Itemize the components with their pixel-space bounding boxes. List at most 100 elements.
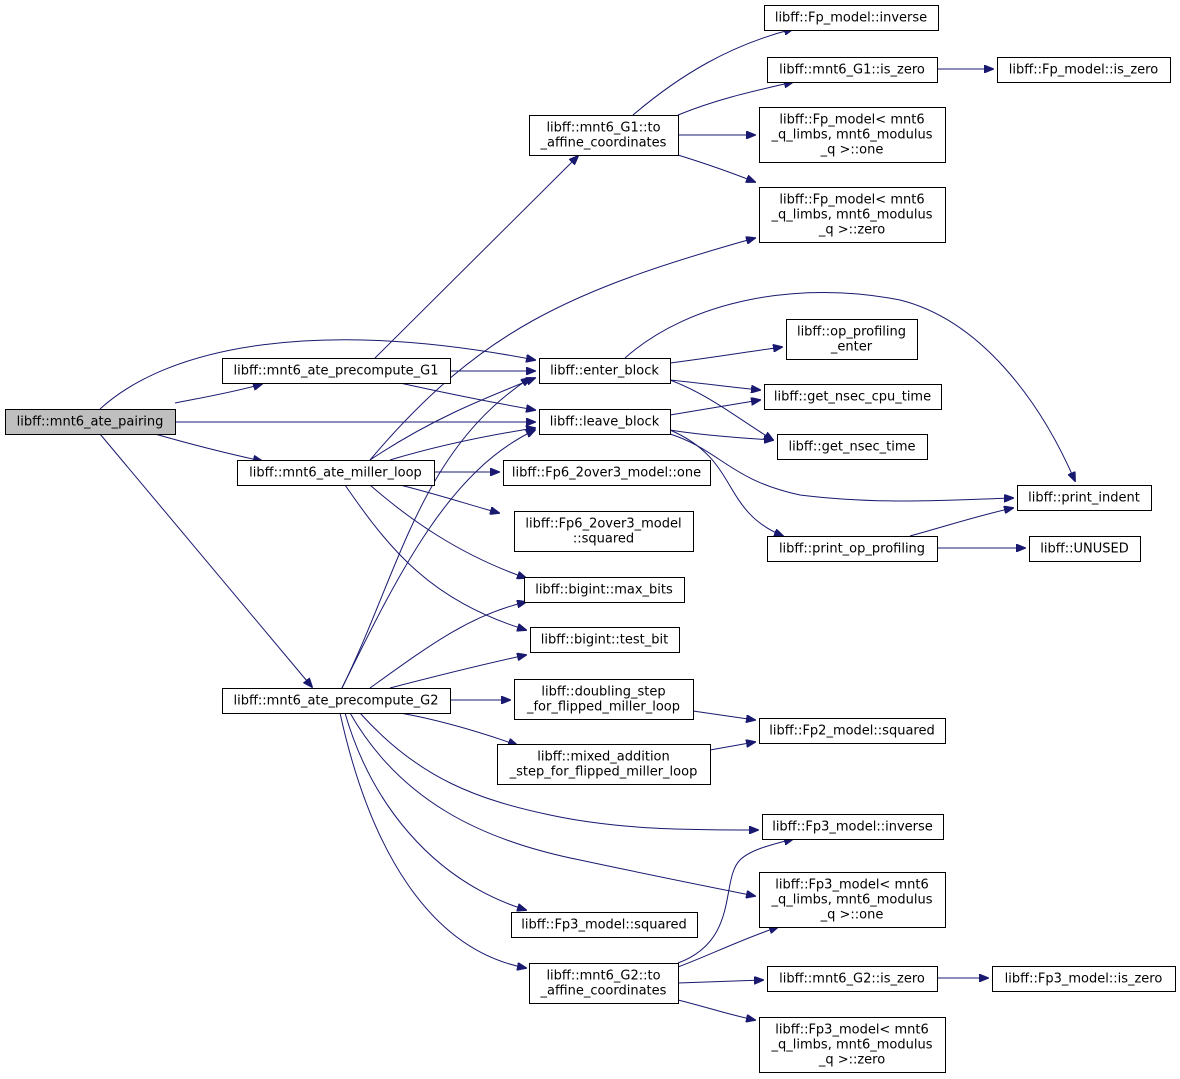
node-g2_affine[interactable]: libff::mnt6_G2::to_affine_coordinates [529, 963, 679, 1004]
node-dbl[interactable]: libff::doubling_step_for_flipped_miller_… [514, 679, 694, 720]
edge-leave-to-print_op [669, 429, 783, 536]
node-box [759, 718, 946, 744]
edge-g2_affine-to-fp3_one [677, 927, 778, 968]
node-op_enter[interactable]: libff::op_profiling_enter [786, 319, 918, 360]
edge-pairing-to-enter [99, 339, 535, 410]
node-g2_iszero[interactable]: libff::mnt6_G2::is_zero [767, 966, 938, 992]
node-fp_zero[interactable]: libff::Fp_model< mnt6_q_limbs, mnt6_modu… [759, 187, 946, 243]
node-box [514, 511, 694, 552]
edge-leave-to-print_indent [669, 433, 1013, 501]
edge-g2_affine-to-fp3_inv [677, 839, 793, 964]
node-print_indent[interactable]: libff::print_indent [1017, 485, 1152, 511]
edge-miller-to-fp_zero [369, 238, 755, 461]
node-label: libff::get_nsec_cpu_time [774, 390, 931, 405]
node-label: libff::Fp2_model::squared [769, 724, 934, 739]
node-fp3_zero[interactable]: libff::Fp3_model< mnt6_q_limbs, mnt6_mod… [759, 1017, 946, 1073]
node-box [530, 627, 680, 653]
node-label: libff::Fp6_2over3_model [525, 517, 681, 532]
node-miller[interactable]: libff::mnt6_ate_miller_loop [237, 460, 435, 486]
node-label: libff::bigint::test_bit [541, 633, 668, 648]
node-label: libff::Fp3_model::squared [521, 918, 686, 933]
node-label: libff::mixed_addition [537, 750, 670, 765]
node-label: libff::doubling_step [541, 685, 665, 700]
node-pairing[interactable]: libff::mnt6_ate_pairing [5, 409, 176, 435]
nodes-layer: libff::mnt6_ate_pairinglibff::mnt6_ate_p… [5, 5, 1176, 1073]
node-max_bits[interactable]: libff::bigint::max_bits [524, 577, 685, 603]
node-pre_g1[interactable]: libff::mnt6_ate_precompute_G1 [222, 358, 451, 384]
edge-enter-to-print_indent [624, 292, 1075, 481]
node-fp3_inv[interactable]: libff::Fp3_model::inverse [762, 814, 944, 840]
node-label: libff::mnt6_G2::is_zero [779, 972, 925, 987]
node-box [497, 744, 711, 785]
node-test_bit[interactable]: libff::bigint::test_bit [530, 627, 680, 653]
node-label: _q_limbs, mnt6_modulus [771, 893, 933, 908]
node-box [767, 536, 938, 562]
node-unused[interactable]: libff::UNUSED [1029, 536, 1141, 562]
node-box [503, 460, 711, 486]
node-label: libff::Fp_model< mnt6 [779, 113, 924, 128]
node-leave[interactable]: libff::leave_block [539, 409, 671, 435]
node-label: libff::Fp3_model< mnt6 [775, 878, 928, 893]
node-box [759, 107, 946, 163]
node-box [759, 1017, 946, 1073]
node-label: _q >::zero [818, 1053, 885, 1068]
edge-enter-to-cpu_time [669, 379, 760, 390]
node-label: libff::Fp6_2over3_model::one [512, 466, 701, 481]
node-box [759, 872, 946, 928]
node-label: _q >::zero [818, 223, 885, 238]
edge-pre_g2-to-max_bits [369, 602, 526, 689]
node-label: _q >::one [820, 143, 884, 158]
edge-leave-to-cpu_time [669, 400, 760, 416]
node-label: libff::bigint::max_bits [535, 583, 673, 598]
edge-g1_affine-to-g1_iszero [677, 82, 793, 116]
node-label: libff::print_op_profiling [779, 542, 925, 557]
edge-pre_g2-to-test_bit [389, 655, 526, 689]
node-box [529, 115, 679, 156]
node-fp_inv[interactable]: libff::Fp_model::inverse [764, 5, 939, 31]
edge-pairing-to-pre_g1 [174, 384, 262, 404]
node-box [237, 460, 435, 486]
node-box [786, 319, 918, 360]
node-box [539, 358, 671, 384]
node-box [222, 358, 451, 384]
node-box [764, 384, 942, 410]
edge-print_op-to-print_indent [909, 508, 1013, 537]
node-box [997, 57, 1171, 83]
node-fp_iszero[interactable]: libff::Fp_model::is_zero [997, 57, 1171, 83]
edge-leave-to-nsec_time [669, 429, 773, 440]
node-box [1029, 536, 1141, 562]
node-fp6_sq[interactable]: libff::Fp6_2over3_model::squared [514, 511, 694, 552]
edge-pre_g2-to-g2_affine [339, 712, 526, 968]
edge-dbl-to-fp2_sq [692, 710, 755, 720]
node-box [762, 814, 944, 840]
node-nsec_time[interactable]: libff::get_nsec_time [777, 434, 928, 460]
node-enter[interactable]: libff::enter_block [539, 358, 671, 384]
node-label: libff::mnt6_ate_precompute_G1 [233, 364, 438, 379]
node-label: libff::mnt6_G2::to [546, 969, 660, 984]
node-print_op[interactable]: libff::print_op_profiling [767, 536, 938, 562]
edge-g2_affine-to-g2_iszero [677, 980, 763, 983]
node-fp3_sq[interactable]: libff::Fp3_model::squared [511, 912, 698, 938]
node-box [1017, 485, 1152, 511]
node-box [759, 187, 946, 243]
node-label: libff::UNUSED [1040, 542, 1128, 557]
node-madd[interactable]: libff::mixed_addition_step_for_flipped_m… [497, 744, 711, 785]
node-fp_one[interactable]: libff::Fp_model< mnt6_q_limbs, mnt6_modu… [759, 107, 946, 163]
node-fp3_one[interactable]: libff::Fp3_model< mnt6_q_limbs, mnt6_mod… [759, 872, 946, 928]
edge-pre_g2-to-fp3_sq [344, 712, 526, 910]
edge-miller-to-leave [389, 428, 535, 461]
node-fp6_one[interactable]: libff::Fp6_2over3_model::one [503, 460, 711, 486]
node-label: _q >::one [820, 908, 884, 923]
node-label: libff::enter_block [550, 364, 659, 379]
node-pre_g2[interactable]: libff::mnt6_ate_precompute_G2 [222, 688, 451, 714]
edge-g1_affine-to-fp_inv [632, 29, 793, 116]
node-label: _for_flipped_miller_loop [526, 700, 680, 715]
node-g1_iszero[interactable]: libff::mnt6_G1::is_zero [767, 57, 938, 83]
edge-pre_g2-to-fp3_inv [359, 712, 758, 830]
node-fp2_sq[interactable]: libff::Fp2_model::squared [759, 718, 946, 744]
node-g1_affine[interactable]: libff::mnt6_G1::to_affine_coordinates [529, 115, 679, 156]
node-fp3_iszero[interactable]: libff::Fp3_model::is_zero [992, 966, 1176, 992]
node-label: libff::mnt6_ate_precompute_G2 [233, 694, 438, 709]
edge-miller-to-test_bit [344, 484, 526, 630]
node-cpu_time[interactable]: libff::get_nsec_cpu_time [764, 384, 942, 410]
